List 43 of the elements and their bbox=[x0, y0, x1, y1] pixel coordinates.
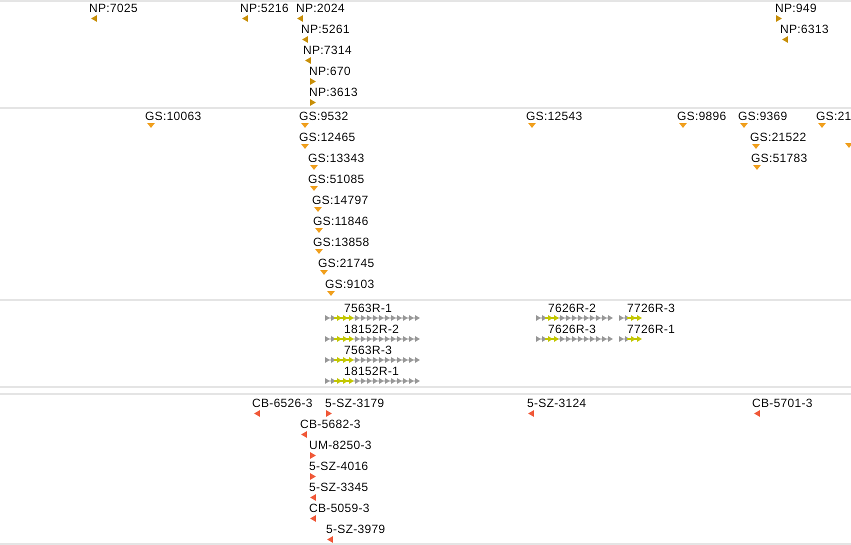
transcript-label: 7563R-1 bbox=[344, 301, 392, 315]
feature-label: GS:11846 bbox=[313, 214, 369, 228]
feature-label: CB-5701-3 bbox=[752, 396, 813, 410]
feature-label: GS:9532 bbox=[299, 109, 348, 123]
feature-label: 5-SZ-3979 bbox=[326, 522, 386, 536]
feature-label: NP:670 bbox=[309, 64, 351, 78]
feature-label: GS:12543 bbox=[526, 109, 582, 123]
feature-label: CB-5682-3 bbox=[300, 417, 361, 431]
feature-label: CB-6526-3 bbox=[252, 396, 313, 410]
feature-label: GS:21522 bbox=[750, 130, 806, 144]
transcript-label: 18152R-2 bbox=[344, 322, 400, 336]
feature-label: NP:3613 bbox=[309, 85, 358, 99]
feature-label: GS:12465 bbox=[299, 130, 356, 144]
feature-label: 5-SZ-3345 bbox=[309, 480, 368, 494]
feature-label: GS:10063 bbox=[145, 109, 202, 123]
feature-label: GS:21745 bbox=[318, 256, 374, 270]
feature-label: GS:21 bbox=[816, 109, 851, 123]
transcript-label: 7726R-3 bbox=[627, 301, 676, 315]
transcript-label: 7563R-3 bbox=[344, 343, 392, 357]
feature-label: NP:5216 bbox=[240, 1, 289, 15]
feature-label: 5-SZ-4016 bbox=[309, 459, 368, 473]
feature-label: NP:949 bbox=[775, 1, 817, 15]
feature-label: NP:2024 bbox=[296, 1, 345, 15]
feature-label: UM-8250-3 bbox=[309, 438, 372, 452]
feature-label: NP:5261 bbox=[301, 22, 350, 36]
feature-label: CB-5059-3 bbox=[309, 501, 370, 515]
feature-label: NP:7025 bbox=[89, 1, 138, 15]
transcript-label: 18152R-1 bbox=[344, 364, 400, 378]
feature-label: 5-SZ-3179 bbox=[325, 396, 384, 410]
transcript-label: 7626R-3 bbox=[548, 322, 596, 336]
feature-label: NP:6313 bbox=[780, 22, 829, 36]
feature-label: 5-SZ-3124 bbox=[527, 396, 586, 410]
transcript-label: 7726R-1 bbox=[627, 322, 676, 336]
feature-label: GS:13343 bbox=[308, 151, 364, 165]
transcript-label: 7626R-2 bbox=[548, 301, 596, 315]
feature-label: NP:7314 bbox=[303, 43, 352, 57]
feature-label: GS:51783 bbox=[751, 151, 808, 165]
feature-label: GS:9369 bbox=[738, 109, 788, 123]
feature-label: GS:9103 bbox=[325, 277, 374, 291]
feature-label: GS:51085 bbox=[308, 172, 364, 186]
feature-label: GS:9896 bbox=[677, 109, 726, 123]
feature-label: GS:14797 bbox=[312, 193, 368, 207]
feature-label: GS:13858 bbox=[313, 235, 370, 249]
